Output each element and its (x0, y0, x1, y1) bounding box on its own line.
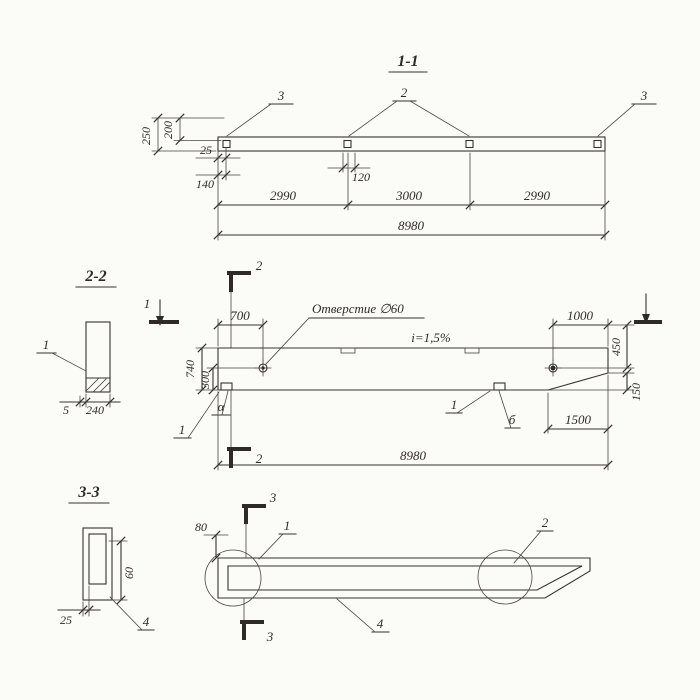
dim-700-group: 700 (213, 308, 268, 362)
dim-1000-group: 1000 (548, 308, 613, 362)
notch-alpha (220, 382, 233, 391)
callout-3-right-label: 3 (640, 88, 648, 103)
detail-circle-right (477, 549, 533, 605)
dim-200: 200 (161, 121, 175, 139)
dim-450-group: 450 (556, 320, 635, 373)
dim-60-group: 60 (108, 536, 136, 605)
view-1-1-title: 1-1 (397, 53, 418, 70)
callout-1a-label: 1 (179, 422, 186, 437)
cut-mark-1-right (634, 293, 662, 324)
dim-120-group: 120 (327, 152, 371, 184)
dim-740-group: 740 300 (183, 343, 258, 395)
hole-note-group: Отверстие ∅60 (265, 301, 425, 365)
cut-mark-3-bottom: 3 (240, 597, 274, 644)
plate-mark-a (340, 347, 356, 354)
callout-3-right: 3 (597, 88, 657, 137)
dim-overall-8980-top: 8980 (213, 218, 610, 240)
callout-2-plan-label: 2 (542, 515, 549, 530)
callout-4-label: 4 (143, 614, 150, 629)
mark-b-label: б (509, 412, 516, 427)
dim-chain-2990-3000-2990: 2990 3000 2990 (213, 150, 610, 241)
dim-450: 450 (609, 338, 623, 356)
cut-1-left-label: 1 (144, 296, 151, 311)
section-2-2-outline (85, 321, 111, 393)
callout-1-label: 1 (43, 337, 50, 352)
channel-outer-outline (217, 557, 591, 599)
callout-2-plan: 2 (513, 515, 554, 564)
dim-140: 140 (196, 177, 214, 191)
dim-80: 80 (195, 520, 207, 534)
view-1-1: 1-1 3 2 3 (139, 53, 657, 241)
dim-25: 25 (200, 143, 212, 157)
mark-b-group: б (498, 390, 521, 429)
dim-700: 700 (230, 308, 250, 323)
callout-3-left: 3 (226, 88, 294, 137)
dim-2990-a: 2990 (270, 188, 297, 203)
dim-8980-top: 8980 (398, 218, 425, 233)
callout-4-plan: 4 (336, 598, 390, 633)
dim-25-group: 25 (57, 585, 101, 627)
view-2-2: 2-2 1 5 240 (36, 268, 121, 417)
section-3-3-inner (88, 533, 107, 585)
dim-250: 250 (139, 127, 153, 145)
section-3-3-outer (82, 527, 113, 601)
view-2-2-title: 2-2 (84, 268, 106, 285)
channel-inner-outline (227, 565, 583, 591)
callout-3-left-label: 3 (277, 88, 285, 103)
detail-circle-left (204, 549, 262, 607)
hole-note-label: Отверстие ∅60 (312, 301, 404, 316)
cut-mark-2-top: 2 (227, 258, 263, 349)
dim-150: 150 (629, 383, 643, 401)
dim-80-group: 80 (195, 520, 229, 563)
callout-4-plan-label: 4 (377, 616, 384, 631)
left-dimension-cluster: 250 200 25 140 (139, 113, 241, 241)
dim-overall-8980-elevation: 8980 (213, 374, 613, 471)
dim-1500: 1500 (565, 412, 592, 427)
dim-740: 740 (183, 360, 197, 378)
notch-b (493, 382, 506, 391)
dim-240: 240 (86, 403, 104, 417)
dim-120: 120 (352, 170, 370, 184)
dim-60: 60 (122, 567, 136, 579)
plate-mark-b (464, 347, 480, 354)
view-3-3: 3-3 4 60 25 (57, 484, 155, 631)
section-2-2-hatch (85, 377, 111, 393)
plan-view: 3 80 1 2 4 3 (195, 490, 591, 644)
dim-1500-group: 1500 (543, 392, 613, 434)
dims-section22: 5 240 (59, 393, 121, 417)
embedded-plates (222, 139, 602, 149)
dim-300: 300 (198, 371, 212, 390)
cut-2-bottom-label: 2 (256, 451, 263, 466)
hole-left (254, 359, 272, 377)
callout-1-section22: 1 (36, 337, 87, 372)
callout-1-plan-label: 1 (284, 518, 291, 533)
dim-8980-elevation: 8980 (400, 448, 427, 463)
callout-1b-label: 1 (451, 397, 458, 412)
callout-2-mid: 2 (348, 85, 470, 137)
cut-2-top-label: 2 (256, 258, 263, 273)
view-3-3-title: 3-3 (77, 484, 99, 501)
callout-1-plan: 1 (258, 518, 297, 560)
cut-mark-3-top: 3 (242, 490, 277, 558)
dim-150-group: 150 (547, 368, 643, 401)
cut-3-top-label: 3 (269, 490, 277, 505)
beam-plan-outline (217, 136, 606, 152)
dim-1000: 1000 (567, 308, 594, 323)
elevation-view: 2 1 (144, 258, 662, 471)
beam-elevation-outline (217, 347, 609, 391)
dim-3000: 3000 (395, 188, 423, 203)
cut-3-bottom-label: 3 (266, 629, 274, 644)
callout-1a-group: 1 (173, 391, 220, 439)
cut-mark-2-bottom: 2 (227, 389, 263, 468)
slope-label: i=1,5% (411, 330, 451, 345)
dim-25-section33: 25 (60, 613, 72, 627)
callout-4-section33: 4 (109, 596, 155, 631)
mark-alpha-group: α (211, 390, 231, 416)
cut-mark-1-left: 1 (144, 296, 179, 326)
dim-5: 5 (63, 403, 69, 417)
callout-1b-group: 1 (445, 390, 491, 414)
callout-2-label: 2 (401, 85, 408, 100)
dim-2990-b: 2990 (524, 188, 551, 203)
mark-alpha-label: α (218, 399, 226, 414)
